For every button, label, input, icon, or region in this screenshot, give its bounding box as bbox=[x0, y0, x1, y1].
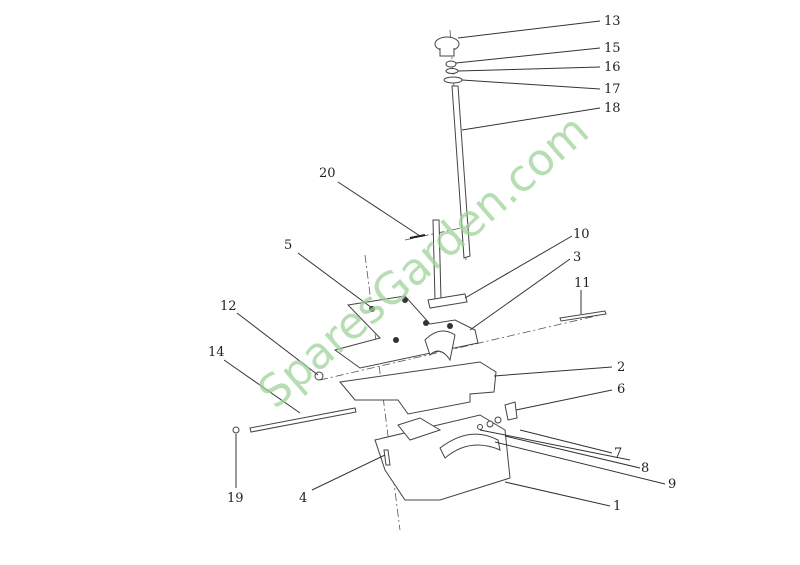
callout-10: 10 bbox=[573, 227, 590, 242]
end-nut-part bbox=[232, 426, 240, 434]
washer-large-part bbox=[443, 76, 463, 84]
pin-part bbox=[409, 234, 426, 239]
middle-plate-part bbox=[339, 361, 497, 415]
adjuster-rod-part bbox=[451, 85, 471, 259]
callout-9: 9 bbox=[668, 477, 676, 492]
bolt-4-part bbox=[383, 449, 391, 466]
lower-guard-part bbox=[374, 414, 511, 501]
nut-part bbox=[445, 60, 457, 68]
callout-17: 17 bbox=[604, 82, 621, 97]
callout-16: 16 bbox=[604, 60, 621, 75]
leader-lines bbox=[223, 20, 666, 507]
callout-11: 11 bbox=[574, 276, 591, 291]
callout-19: 19 bbox=[227, 491, 244, 506]
callout-7: 7 bbox=[614, 446, 622, 461]
callout-1: 1 bbox=[613, 499, 621, 514]
callout-12: 12 bbox=[220, 299, 237, 314]
callout-14: 14 bbox=[208, 345, 225, 360]
callout-4: 4 bbox=[299, 491, 307, 506]
callout-5: 5 bbox=[284, 238, 292, 253]
callout-20: 20 bbox=[319, 166, 336, 181]
washer-part bbox=[445, 68, 459, 74]
knob-part bbox=[434, 36, 460, 57]
fittings-part bbox=[477, 401, 631, 461]
callout-6: 6 bbox=[617, 382, 625, 397]
callout-15: 15 bbox=[604, 41, 621, 56]
callout-13: 13 bbox=[604, 14, 621, 29]
t-handle-part bbox=[427, 219, 468, 309]
callout-18: 18 bbox=[604, 101, 621, 116]
long-rod-part bbox=[249, 407, 357, 433]
upper-bracket-part bbox=[333, 295, 479, 369]
callout-3: 3 bbox=[573, 250, 581, 265]
callout-2: 2 bbox=[617, 360, 625, 375]
rod-11-part bbox=[559, 310, 607, 322]
callout-8: 8 bbox=[641, 461, 649, 476]
